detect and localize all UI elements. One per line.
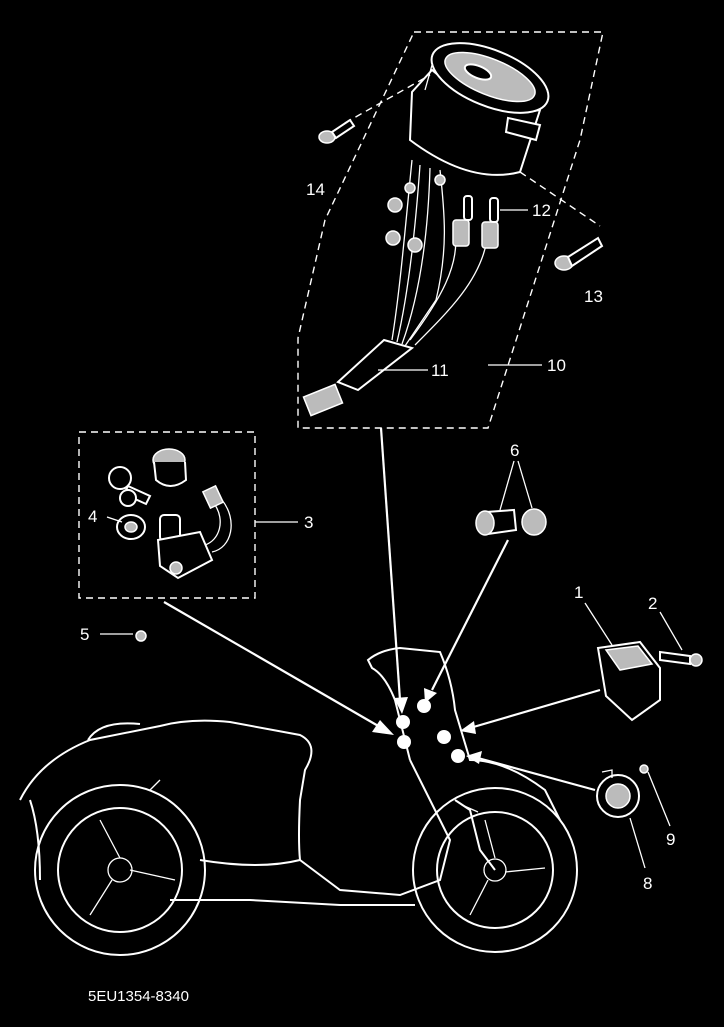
bolt-2: [659, 611, 703, 667]
callout-6: 6: [510, 441, 519, 460]
scooter-silhouette: [19, 646, 578, 956]
grommets: [385, 174, 446, 253]
callout-2: 2: [648, 594, 657, 613]
screw-9: [639, 764, 671, 827]
callout-13: 13: [584, 287, 603, 306]
bulb-pair-6: [475, 460, 547, 536]
screw-13: [554, 236, 604, 271]
meter-assembly-boundary: [297, 31, 604, 429]
callout-4: 4: [88, 507, 97, 526]
location-dot: [437, 730, 451, 744]
callout-3: 3: [304, 513, 313, 532]
arrow-main-switch: [163, 601, 381, 728]
location-dot: [417, 699, 431, 713]
location-dot: [396, 715, 410, 729]
arrow-bulbs: [431, 539, 509, 691]
location-dots: [396, 699, 465, 763]
leader-line-4: [106, 516, 123, 523]
screw-5: [135, 630, 147, 642]
meter-assembly-group: [297, 31, 604, 429]
callout-11: 11: [431, 361, 449, 380]
arrow-rectifier: [469, 688, 601, 730]
part-number-code: 5EU1354-8340: [88, 988, 189, 1005]
callout-5: 5: [80, 625, 89, 644]
callout-9: 9: [666, 830, 675, 849]
bulb-sockets: [452, 195, 499, 249]
location-arrows: [163, 427, 601, 792]
horn-8: [596, 769, 646, 869]
callout-10: 10: [547, 356, 566, 375]
callout-1: 1: [574, 583, 583, 602]
arrow-meter: [379, 427, 402, 701]
callout-8: 8: [643, 874, 652, 893]
lock-ring-4: [116, 514, 146, 540]
key: [108, 466, 152, 507]
location-dot: [451, 749, 465, 763]
leader-dash-13: [519, 171, 601, 227]
switch-body: [156, 484, 232, 580]
lock-cap: [152, 448, 188, 487]
arrow-horn: [477, 756, 596, 792]
main-switch-boundary: [78, 431, 256, 599]
speedometer-housing: [408, 42, 550, 176]
leader-dash-14: [344, 74, 431, 124]
callout-12: 12: [532, 201, 551, 220]
callout-14: 14: [306, 180, 325, 199]
rectifier-regulator-1: [584, 602, 661, 722]
screw-14: [318, 118, 356, 144]
location-dot: [397, 735, 411, 749]
main-switch-group: [78, 431, 298, 599]
callouts: 1 2 3 4 5 6 8 9 10 11 12 13 14 5EU1354-8…: [80, 180, 675, 1005]
